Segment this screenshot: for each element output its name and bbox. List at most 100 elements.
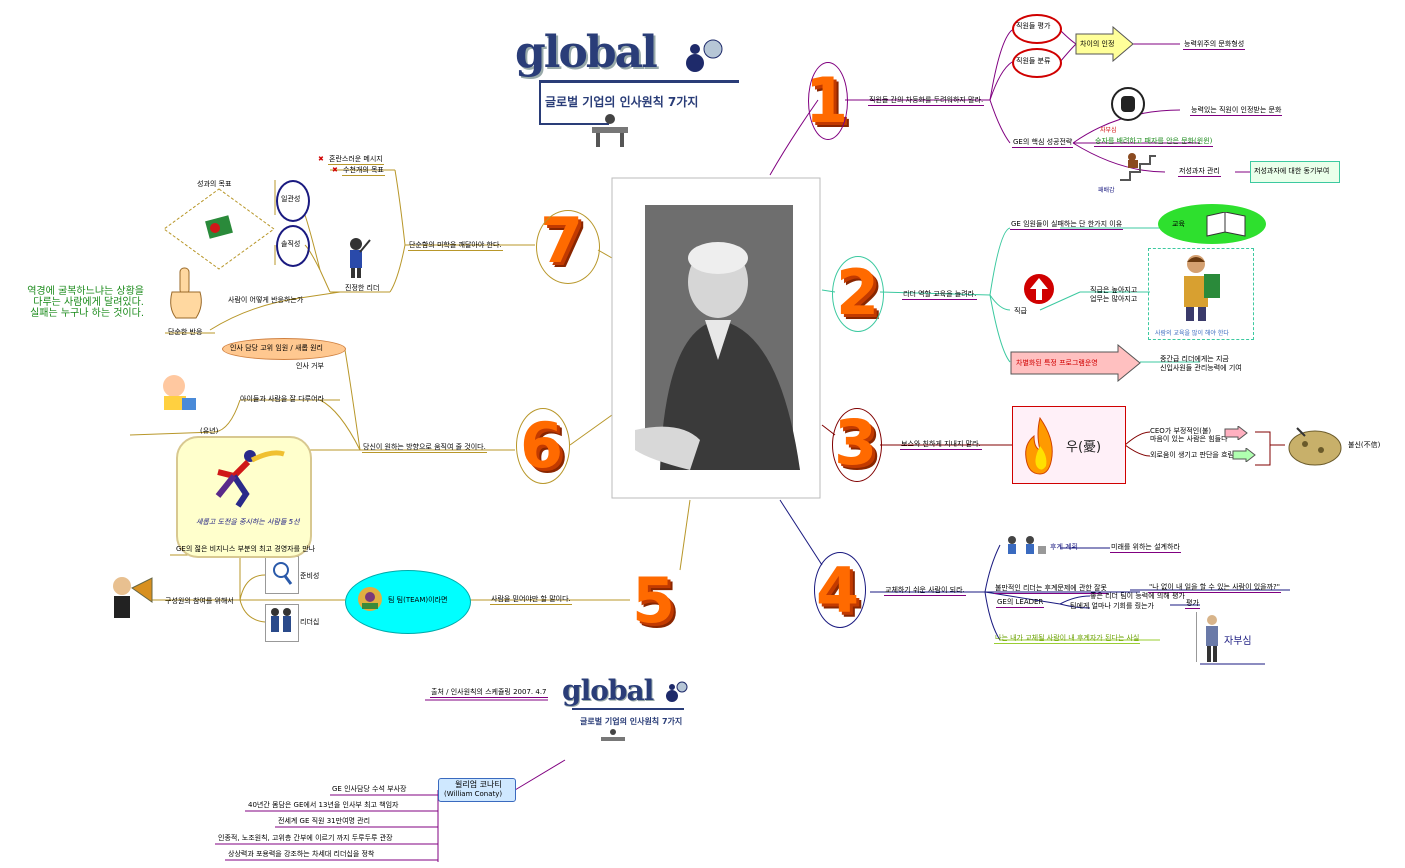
branch2-main[interactable]: 리더 역할 교육을 늘려라. bbox=[902, 290, 978, 300]
branch7-diamond-label: 성과의 목표 bbox=[197, 180, 232, 188]
bio-item-3[interactable]: 전세계 GE 직원 31만여명 관리 bbox=[278, 817, 371, 825]
branch1-low-box-label: 저성과자에 대한 동기부여 bbox=[1254, 167, 1330, 175]
branch2-person-box[interactable] bbox=[1148, 248, 1254, 340]
book-icon bbox=[1206, 212, 1246, 237]
handshake-people-icon bbox=[271, 608, 291, 632]
branch1-class-oval[interactable] bbox=[1012, 48, 1062, 78]
branch5-connectors bbox=[150, 499, 691, 623]
portrait-hand bbox=[635, 426, 700, 470]
green-arrow-icon bbox=[1232, 448, 1256, 462]
conaty-name-line2: (William Conaty) bbox=[444, 790, 503, 798]
branch1-result[interactable]: 능력위주의 문화형성 bbox=[1183, 40, 1246, 50]
branch6-main[interactable]: 당신이 원하는 방향으로 움직여 줄 것이다. bbox=[362, 443, 487, 453]
bottom-source: 출처 / 인사원칙의 스케쥴링 2007. 4.7 bbox=[430, 688, 548, 698]
branch2-oval-label: 교육 bbox=[1172, 220, 1185, 228]
branch3-oval bbox=[832, 408, 882, 482]
cookie-creature-icon bbox=[1288, 427, 1342, 466]
branch4-leader-end[interactable]: 평가 bbox=[1185, 599, 1200, 609]
branch7-x1[interactable]: 혼란스러운 메시지 bbox=[328, 155, 384, 165]
bottom-title-card[interactable]: global 글로벌 기업의 인사원칙 7가지 bbox=[548, 672, 690, 750]
branch7-main[interactable]: 단순함의 미학을 깨달아야 한다. bbox=[408, 241, 503, 251]
bio-item-4[interactable]: 인종적, 노조원칙, 고위층 간부에 이르기 까지 두루두루 관장 bbox=[218, 834, 393, 842]
quote-line2: 다루는 사람에게 달려있다. bbox=[33, 297, 144, 308]
branch5-cap2-box[interactable] bbox=[265, 604, 299, 642]
bottom-desk-person-icon bbox=[601, 729, 625, 741]
branch4-leader-label[interactable]: GE의 LEADER bbox=[996, 598, 1045, 608]
branch6-connectors bbox=[129, 349, 613, 451]
branch1-main[interactable]: 직원들 간의 차등화를 두려워하지 말라. bbox=[868, 96, 985, 106]
portrait-collar bbox=[705, 320, 731, 360]
branch7-circle2-label: 솔직성 bbox=[281, 240, 301, 248]
title-card: global 글로벌 기업의 인사원칙 7가지 bbox=[505, 25, 739, 150]
magnifier-person-icon bbox=[273, 562, 293, 585]
portrait-hair bbox=[688, 242, 748, 274]
branch1-fist-note[interactable]: 능력있는 직원이 인정받는 문화 bbox=[1190, 106, 1283, 116]
bio-item-5[interactable]: 상상력과 포용력을 강조하는 차세대 리더십을 정착 bbox=[228, 850, 375, 858]
branch7-circle2[interactable] bbox=[276, 225, 310, 267]
branch7-diamond[interactable] bbox=[163, 188, 275, 270]
branch4-leader2: 팀에게 얼마나 기회를 줬는가 bbox=[1070, 602, 1154, 610]
branch4-main[interactable]: 교체하기 쉬운 사람이 되라. bbox=[884, 586, 966, 596]
branch2-reason[interactable]: GE 임원들이 실패하는 단 한가지 이유 bbox=[1010, 220, 1124, 230]
branch5-team-oval-label: 팀 팀(TEAM)이라면 bbox=[388, 596, 448, 604]
conaty-name-line1: 윌리엄 코나티 bbox=[455, 780, 502, 789]
branch6-peach-oval[interactable] bbox=[222, 338, 346, 360]
branch3-line1: CEO가 부정적인(불) bbox=[1150, 427, 1212, 435]
baby-icon bbox=[163, 375, 196, 410]
fist-icon bbox=[1111, 87, 1145, 121]
title-subtitle: 글로벌 기업의 인사원칙 7가지 bbox=[545, 95, 699, 109]
branch4-connectors bbox=[779, 499, 1290, 641]
branch3-line2: 마음이 있는 사람은 힘들다 bbox=[1150, 435, 1228, 443]
branch5-main[interactable]: 사람을 믿어야만 할 말이다. bbox=[490, 595, 572, 605]
branch7-hand-label: 단순한 반응 bbox=[168, 328, 203, 336]
branch1-eval-oval[interactable] bbox=[1012, 14, 1062, 44]
branch1-arrow-box[interactable] bbox=[1075, 26, 1135, 62]
pointing-hand-icon bbox=[170, 267, 202, 319]
branch4-oval bbox=[814, 552, 866, 628]
branch3-end-label: 불신(不信) bbox=[1348, 441, 1381, 449]
branch5-cap1: 준비성 bbox=[300, 572, 320, 580]
branch4-line-a[interactable]: 불만적인 리더는 후계문제에 관한 잘못 bbox=[994, 584, 1108, 594]
runner-icon bbox=[215, 450, 285, 508]
branch7-x1-mark: ✖ bbox=[318, 155, 324, 163]
branch7-connectors bbox=[165, 169, 613, 334]
quote-line3: 실패는 누구나 하는 것이다. bbox=[30, 308, 144, 319]
branch7-circle1[interactable] bbox=[276, 180, 310, 222]
branch5-speaker-note: 구성원의 참여를 위해서 bbox=[165, 597, 234, 605]
branch2-pink-box[interactable] bbox=[1010, 344, 1142, 382]
branch6-baby-label: (유년) bbox=[200, 427, 219, 435]
bio-item-1[interactable]: GE 인사담당 수석 부사장 bbox=[332, 785, 407, 793]
branch2-pink-line1: 중간급 리더에게는 지금 bbox=[1160, 355, 1229, 363]
team-icon bbox=[1008, 536, 1046, 554]
branch2-chart-line2: 업무는 많아지고 bbox=[1090, 295, 1138, 303]
branch6-cloud-caption: 새롭고 도전을 중시하는 사람들 5선 bbox=[196, 518, 300, 526]
pink-arrow-icon bbox=[1224, 426, 1248, 440]
bottom-connectors bbox=[215, 699, 566, 862]
branch6-oval bbox=[516, 408, 570, 484]
branch7-leader-caption: 진정한 리더 bbox=[345, 284, 380, 292]
branch4-quote-a[interactable]: "나 없이 내 일을 할 수 있는 사람이 있을까?" bbox=[1148, 583, 1281, 593]
up-arrow-icon bbox=[1024, 274, 1054, 304]
conaty-name-box[interactable] bbox=[438, 778, 516, 802]
branch5-cap2: 리더십 bbox=[300, 618, 320, 626]
branch4-team-note[interactable]: 미래를 위하는 설계하라 bbox=[1110, 543, 1181, 553]
branch1-green-line[interactable]: 승자를 배려하고 패자를 안은 문화(윈윈) bbox=[1094, 137, 1214, 147]
branch3-main[interactable]: 보스와 친하게 지내지 말라. bbox=[900, 440, 982, 450]
branch6-peach-label: 인사 담당 고위 임원 / 새롭 원리 bbox=[230, 344, 323, 352]
branch5-number[interactable]: 5 bbox=[632, 564, 676, 637]
branch7-hand-note: 사람이 어떻게 반응하는가 bbox=[228, 296, 304, 304]
branch7-x2-mark: ✖ bbox=[332, 166, 338, 174]
branch4-person-frame bbox=[1196, 612, 1197, 662]
desk-person-icon bbox=[592, 114, 628, 147]
branch1-low-box[interactable] bbox=[1250, 161, 1340, 183]
branch1-ge-label[interactable]: GE의 핵심 성공전략 bbox=[1012, 138, 1074, 148]
branch2-chart-label: 직급 bbox=[1014, 307, 1027, 315]
branch7-x2[interactable]: 수천개의 목표 bbox=[342, 166, 385, 176]
branch4-green-line[interactable]: 나는 내가 교체될 사람이 내 후계자가 된다는 사실 bbox=[994, 634, 1141, 644]
branch7-circle1-label: 일관성 bbox=[281, 195, 301, 203]
branch2-pink-label: 차별화된 특정 프로그램운영 bbox=[1016, 359, 1098, 367]
branch1-oval bbox=[808, 62, 848, 140]
branch1-low-perf[interactable]: 저성과자 관리 bbox=[1178, 167, 1221, 177]
bio-item-2[interactable]: 40년간 몸담은 GE에서 13년을 인사부 최고 책임자 bbox=[248, 801, 399, 809]
